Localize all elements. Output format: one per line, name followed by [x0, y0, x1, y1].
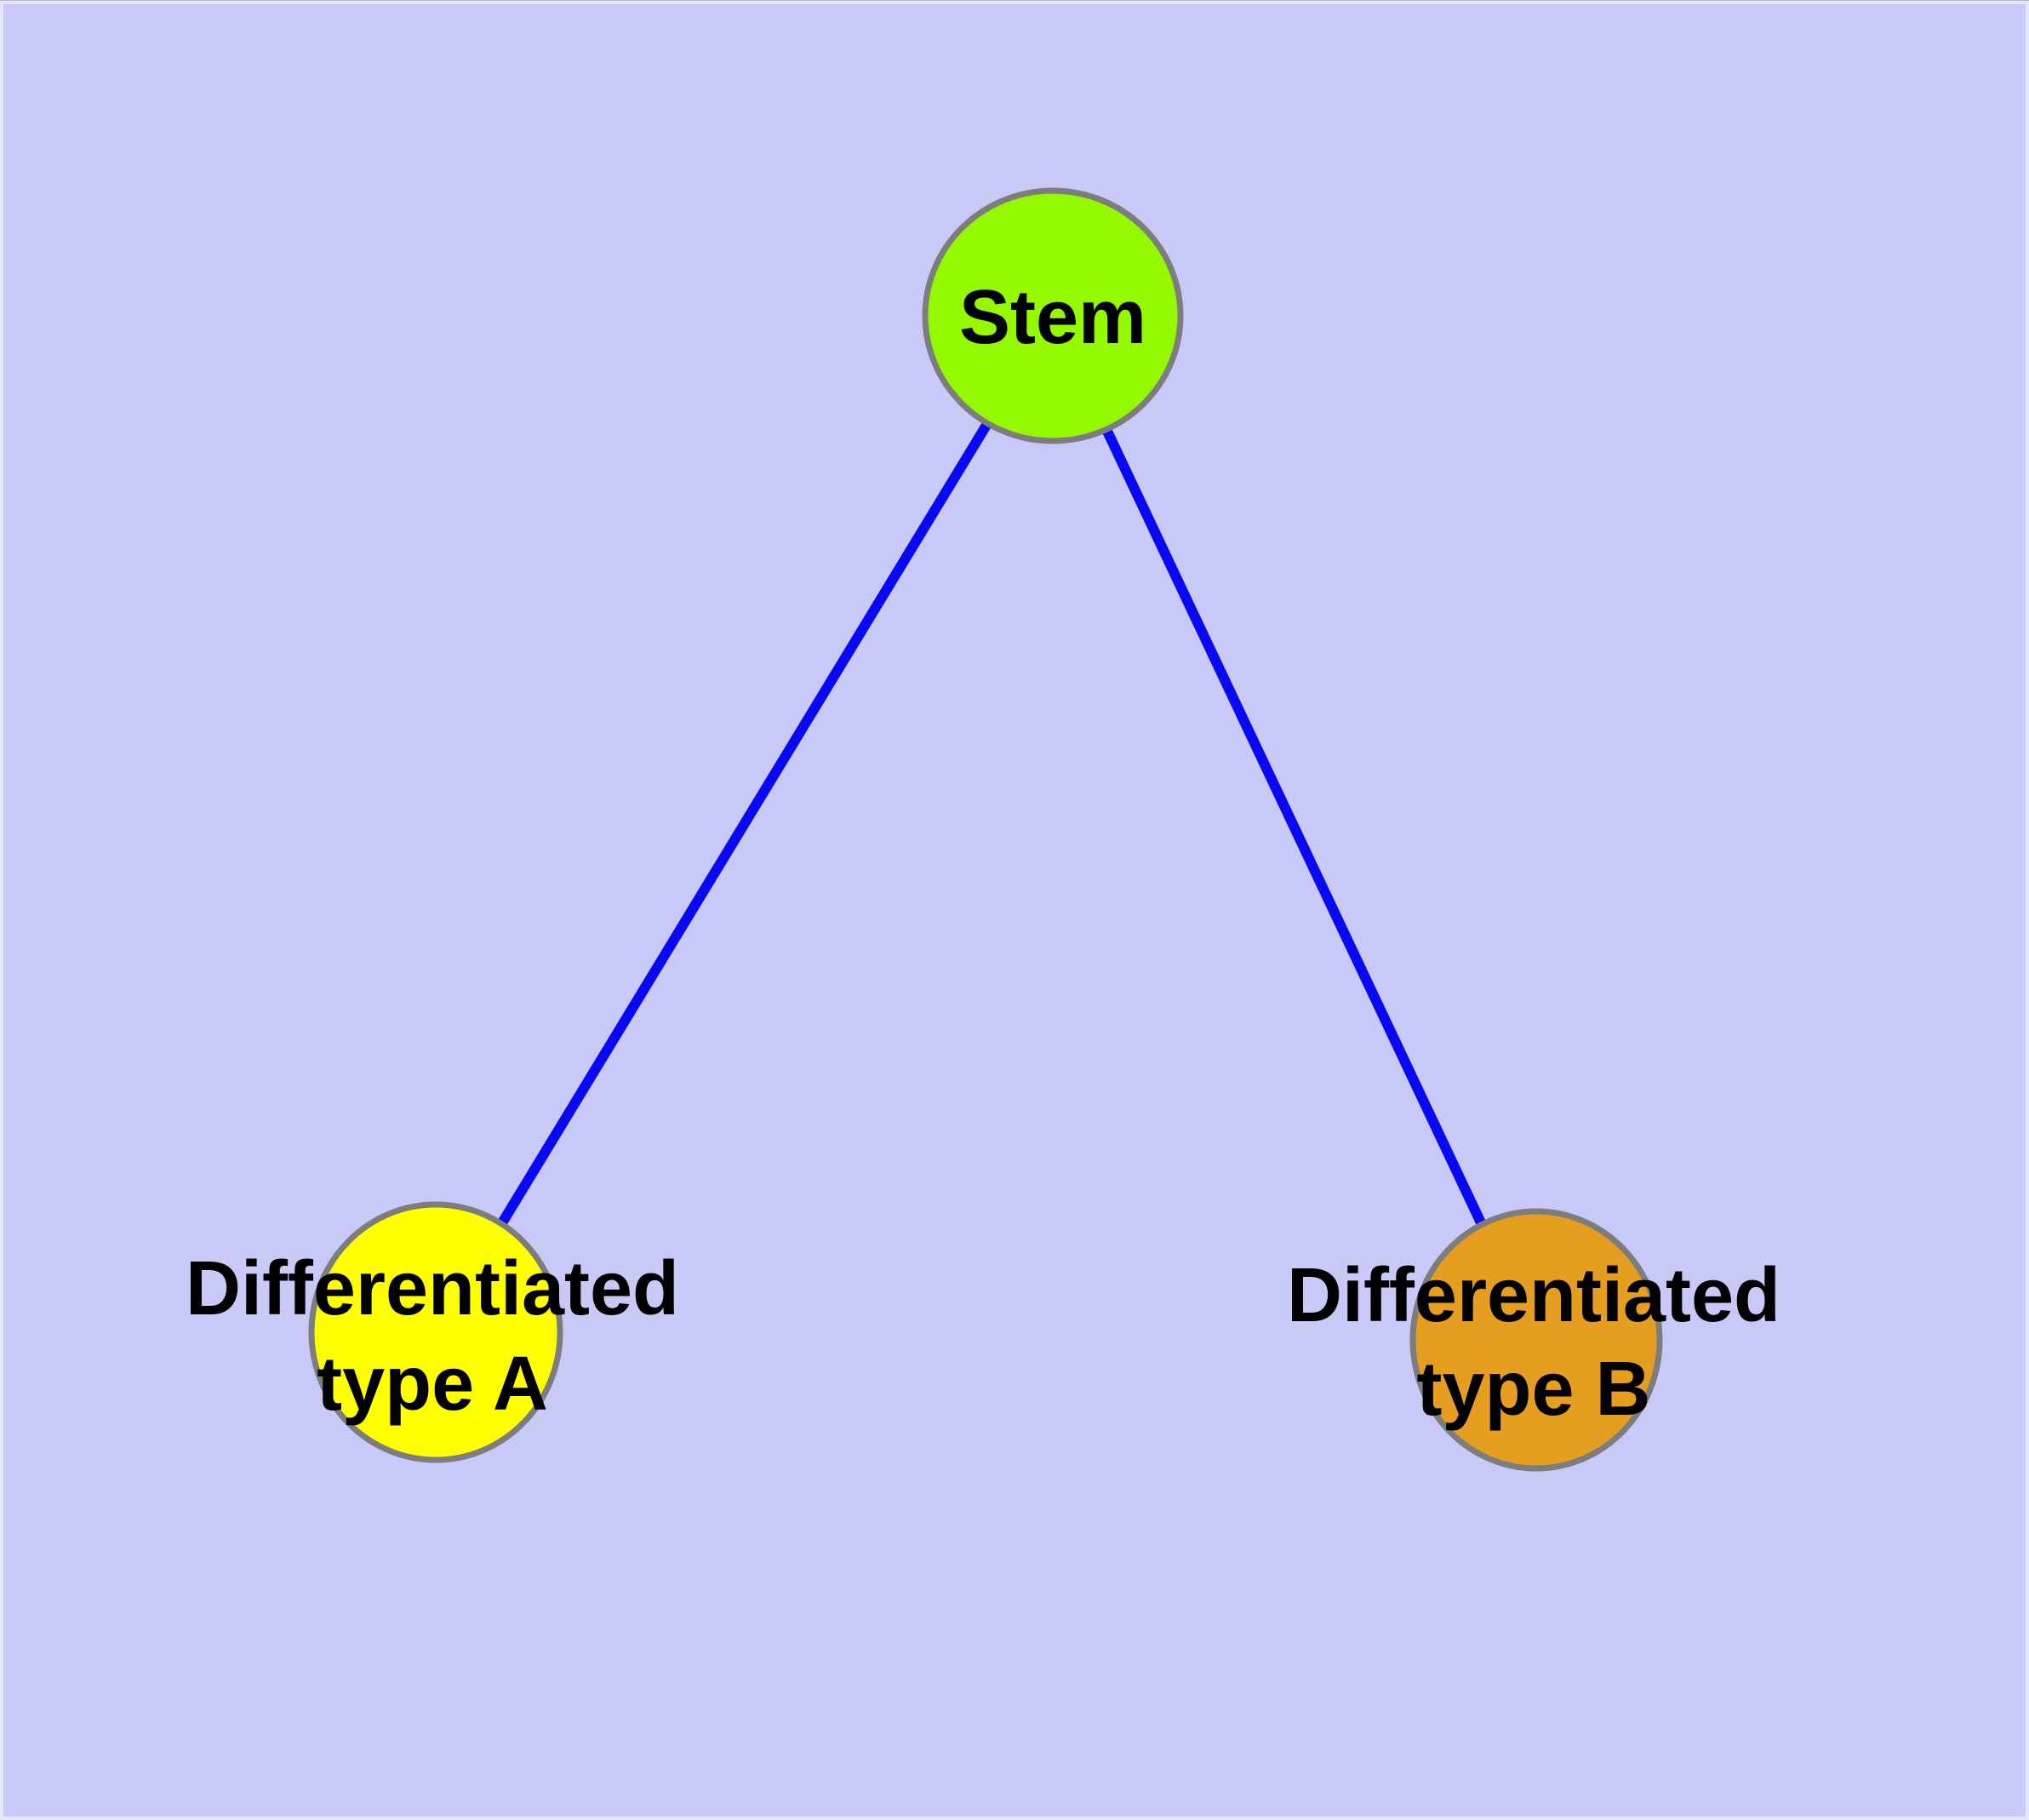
node-type-a-label-line2: type A [317, 1342, 548, 1427]
node-type-b-circle [1409, 1208, 1663, 1472]
node-stem: Stem [922, 187, 1184, 444]
edge-stem-to-type-b [1048, 311, 1541, 1345]
node-type-a: Differentiated type A [186, 1201, 679, 1463]
node-stem-circle [922, 187, 1184, 444]
node-type-b-label-line1: Differentiated [1287, 1253, 1780, 1338]
edge-stem-to-type-a [431, 311, 1058, 1337]
node-type-a-label-line1: Differentiated [186, 1246, 679, 1331]
node-type-b: Differentiated type B [1287, 1208, 1780, 1472]
node-type-b-label-line2: type B [1416, 1347, 1650, 1432]
node-stem-label: Stem [959, 275, 1146, 360]
node-type-a-circle [308, 1201, 563, 1463]
